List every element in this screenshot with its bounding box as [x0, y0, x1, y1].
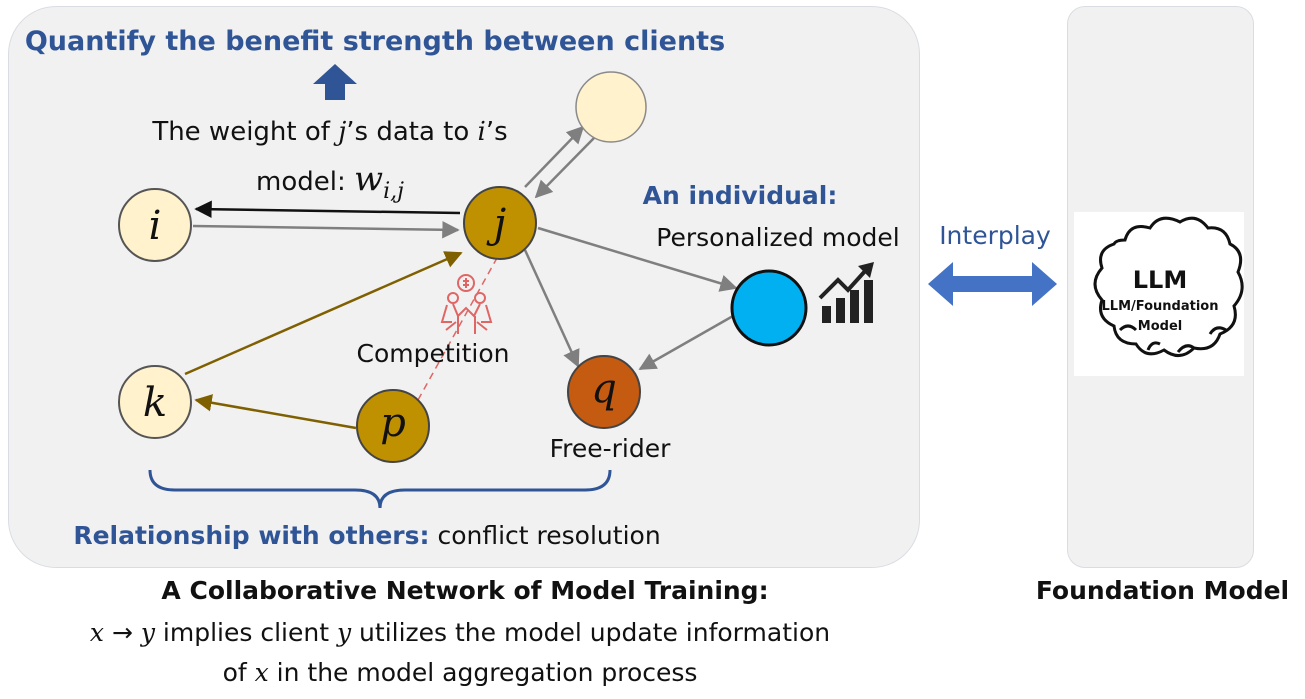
edge-top-to-j	[534, 136, 596, 199]
weight-label-line2: model: wi,j	[256, 159, 404, 204]
brain-icon	[1093, 216, 1244, 357]
node-q	[567, 355, 641, 429]
edge-j-to-blue	[537, 226, 738, 292]
edge-j-to-i	[194, 200, 461, 218]
foundation-model-label: Foundation Model	[1035, 576, 1290, 605]
node-i-label: i	[149, 203, 162, 249]
interplay-label: Interplay	[939, 221, 1051, 250]
competition-icon	[440, 274, 493, 334]
llm-big-label: LLM	[1133, 266, 1187, 294]
node-individual	[730, 269, 808, 347]
llm-line1-label: LLM/Foundation	[1102, 299, 1219, 314]
caption-title: A Collaborative Network of Model Trainin…	[161, 576, 769, 605]
node-i	[118, 188, 192, 262]
llm-line2-label: Model	[1138, 319, 1182, 334]
node-top	[575, 71, 647, 143]
node-p-label: p	[380, 400, 406, 446]
relationship-brace	[148, 469, 612, 509]
node-k	[118, 365, 192, 439]
edge-blue-to-q	[638, 314, 734, 371]
interplay-double-arrow	[928, 262, 1057, 306]
competition-line	[417, 257, 498, 401]
edge-j-to-q	[523, 249, 580, 368]
edge-j-to-top	[524, 125, 585, 188]
edge-i-to-j	[192, 221, 460, 239]
personalized-model-label: Personalized model	[656, 223, 899, 252]
node-k-label: k	[143, 380, 167, 426]
caption-line1: x → y implies client y utilizes the mode…	[89, 618, 831, 647]
competition-label: Competition	[357, 339, 510, 368]
edge-k-to-j	[184, 251, 463, 376]
edge-p-to-k	[194, 394, 357, 430]
node-j	[463, 186, 537, 260]
llm-image-box	[1074, 212, 1244, 376]
node-p	[356, 389, 430, 463]
node-q-label: q	[591, 366, 617, 412]
relationship-label: Relationship with others: conflict resol…	[73, 521, 660, 550]
benefit-title: Quantify the benefit strength between cl…	[25, 26, 725, 57]
growth-chart-icon	[818, 262, 874, 323]
free-rider-label: Free-rider	[550, 434, 672, 463]
caption-line2: of x in the model aggregation process	[222, 658, 698, 687]
weight-label-line1: The weight of j’s data to i’s	[151, 117, 507, 147]
individual-label: An individual:	[643, 181, 838, 210]
up-arrow-icon	[313, 64, 357, 100]
